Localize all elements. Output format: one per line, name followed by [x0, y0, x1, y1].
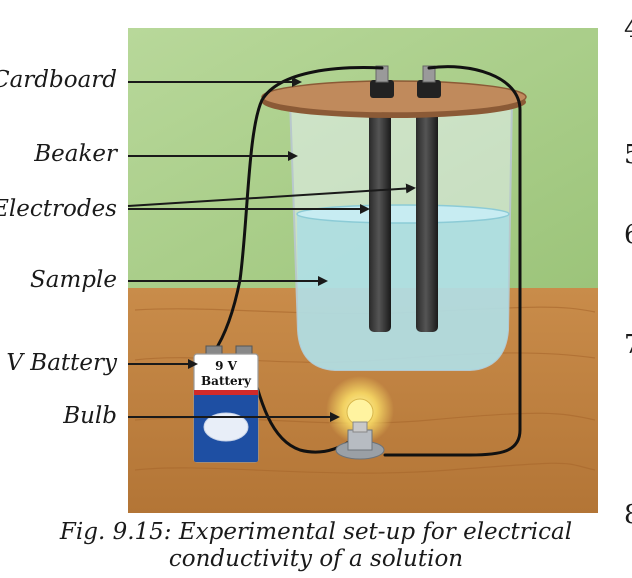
label-arrows [127, 77, 416, 422]
label-cardboard: Cardboard [0, 67, 117, 93]
label-beaker: Beaker [34, 141, 117, 167]
label-sample: Sample [30, 267, 117, 293]
electrode-left [369, 94, 391, 332]
figure-caption-line1: Fig. 9.15: Experimental set-up for elect… [59, 519, 573, 545]
bulb [326, 376, 394, 460]
label-electrodes: Electrodes [0, 196, 117, 222]
label-bulb: Bulb [63, 403, 117, 429]
figure-caption-line2: conductivity of a solution [168, 546, 464, 572]
battery-voltage-text: 9 V [215, 359, 238, 373]
terminal-right [417, 65, 441, 98]
battery-9v: 9 V Battery [193, 345, 259, 463]
electrode-right [416, 94, 438, 332]
label-battery: 9 V Battery [0, 350, 117, 376]
edge-glyph-5: 8 [624, 500, 632, 530]
edge-glyph-1: 4 [624, 14, 632, 44]
terminal-left [370, 65, 394, 98]
edge-glyph-4: 7 [624, 330, 632, 360]
cardboard-lid [261, 80, 527, 118]
edge-glyph-2: 5 [624, 140, 632, 170]
battery-brand-text: Battery [201, 374, 252, 388]
sample-solution [296, 204, 510, 370]
edge-glyph-3: 6 [624, 220, 632, 250]
